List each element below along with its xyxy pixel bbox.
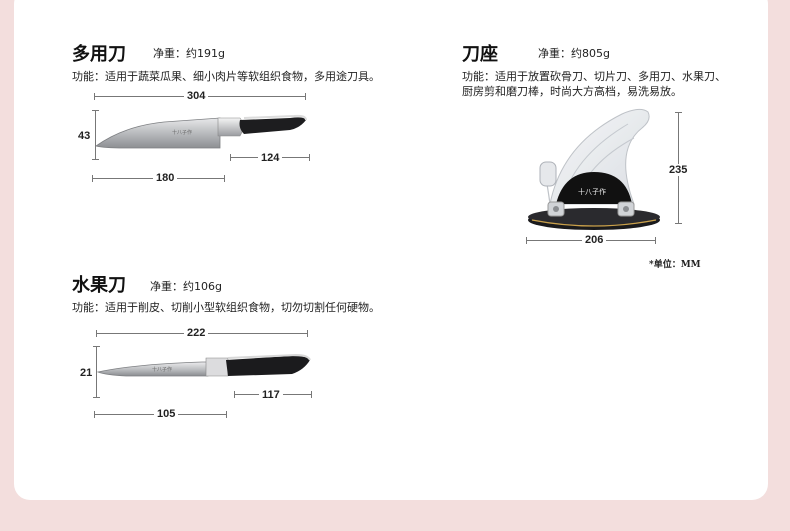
- fruit-knife-description: 功能：适用于削皮、切削小型软组织食物，切勿切割任何硬物。: [72, 301, 380, 314]
- multi-knife-title: 多用刀: [72, 44, 126, 65]
- knife-block-image: 十八子作: [528, 108, 660, 230]
- multi-knife-height: 43: [78, 130, 91, 142]
- svg-text:十八子作: 十八子作: [152, 366, 172, 373]
- fruit-knife-blade-length: 105: [154, 408, 179, 420]
- multi-knife-total-length: 304: [184, 90, 209, 102]
- knife-block-description-line-1: 功能：适用于放置砍骨刀、切片刀、多用刀、水果刀、: [462, 70, 726, 83]
- knife-block-height: 235: [667, 164, 690, 176]
- knife-block-title: 刀座: [462, 44, 498, 65]
- knife-block-weight: 净重：约805g: [538, 47, 610, 60]
- product-card: [14, 0, 768, 500]
- fruit-knife-height: 21: [80, 367, 93, 379]
- multi-knife-weight: 净重：约191g: [153, 47, 225, 60]
- fruit-knife-image: 十八子作: [96, 353, 311, 377]
- svg-text:十八子作: 十八子作: [578, 187, 606, 196]
- fruit-knife-title: 水果刀: [72, 275, 126, 296]
- unit-note: *单位：MM: [649, 260, 701, 270]
- multi-knife-image: 十八子作: [95, 114, 307, 149]
- multi-knife-blade-length: 180: [153, 172, 178, 184]
- knife-block-description-line-2: 厨房剪和磨刀棒，时尚大方高档，易洗易放。: [462, 85, 682, 98]
- multi-knife-description: 功能：适用于蔬菜瓜果、细小肉片等软组织食物，多用途刀具。: [72, 70, 380, 83]
- fruit-knife-height-dimension-line: [93, 346, 100, 398]
- multi-knife-height-dimension-line: [92, 110, 99, 160]
- svg-text:十八子作: 十八子作: [172, 129, 192, 136]
- fruit-knife-handle-length: 117: [259, 389, 283, 401]
- multi-knife-handle-length: 124: [258, 152, 283, 164]
- knife-block-width: 206: [582, 234, 607, 246]
- fruit-knife-total-length: 222: [184, 327, 209, 339]
- fruit-knife-weight: 净重：约106g: [150, 280, 222, 293]
